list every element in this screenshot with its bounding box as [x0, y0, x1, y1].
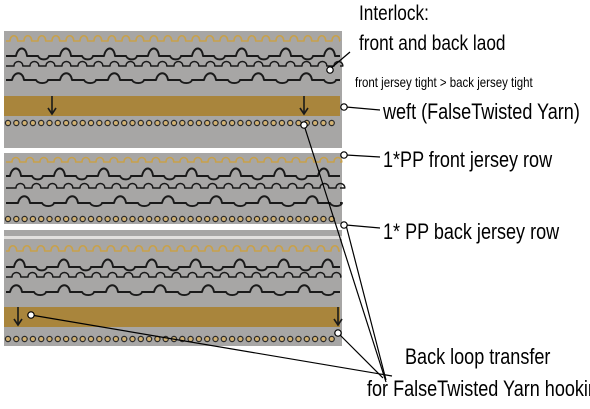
leader-interlock	[329, 51, 351, 70]
leader-weft	[345, 106, 381, 111]
down-arrow-icon	[333, 307, 343, 327]
down-arrow-icon	[299, 96, 309, 116]
leader-front-row	[345, 154, 381, 158]
yarn-course	[6, 195, 343, 207]
down-arrow-icon	[13, 307, 23, 327]
back-loop-course	[6, 271, 342, 278]
leader-transfer-b	[303, 124, 387, 383]
yarn-course	[6, 47, 340, 61]
yarn-course	[6, 284, 340, 296]
weft-band-top	[4, 96, 340, 116]
back-loop-course	[6, 60, 344, 67]
label-transfer-line1: Back loop transfer	[405, 344, 551, 369]
leader-transfer-a	[30, 314, 393, 377]
marker-transfer-left	[27, 311, 35, 319]
needle-row	[4, 119, 335, 127]
needle-row	[4, 215, 335, 223]
label-interlock-subtitle: front and back laod	[359, 32, 506, 55]
leader-transfer-d	[337, 332, 384, 379]
weft-band-bottom	[4, 307, 340, 327]
marker-back-row	[340, 221, 348, 229]
course-divider	[4, 236, 342, 239]
marker-transfer-right	[334, 329, 342, 337]
loop-rows	[4, 34, 346, 296]
label-front-jersey-row: 1*PP front jersey row	[383, 147, 553, 172]
label-weft: weft (FalseTwisted Yarn)	[383, 99, 580, 124]
leader-lines	[30, 51, 393, 383]
label-interlock-title: Interlock:	[359, 2, 429, 25]
yarn-course	[6, 167, 340, 181]
front-loop-course	[6, 244, 340, 252]
marker-interlock	[326, 66, 334, 74]
label-tightness: front jersey tight > back jersey tight	[355, 74, 533, 90]
yarn-course	[6, 72, 340, 84]
marker-circles	[27, 66, 348, 337]
yarn-course	[6, 258, 340, 272]
front-loop-course	[6, 156, 343, 163]
marker-weft	[340, 103, 348, 111]
marker-transfer-arrow	[300, 121, 308, 129]
back-loop-course	[6, 182, 346, 189]
fabric-panel-bottom	[4, 230, 342, 346]
marker-front-row	[340, 151, 348, 159]
leader-transfer-c	[345, 224, 387, 381]
leader-back-row	[345, 224, 381, 229]
needle-rows	[4, 119, 335, 343]
down-arrow-icon	[47, 96, 57, 116]
label-transfer-line2: for FalseTwisted Yarn hooking	[367, 376, 590, 401]
fabric-panel-top	[4, 31, 342, 148]
front-loop-course	[6, 34, 341, 42]
label-back-jersey-row: 1* PP back jersey row	[383, 219, 560, 244]
